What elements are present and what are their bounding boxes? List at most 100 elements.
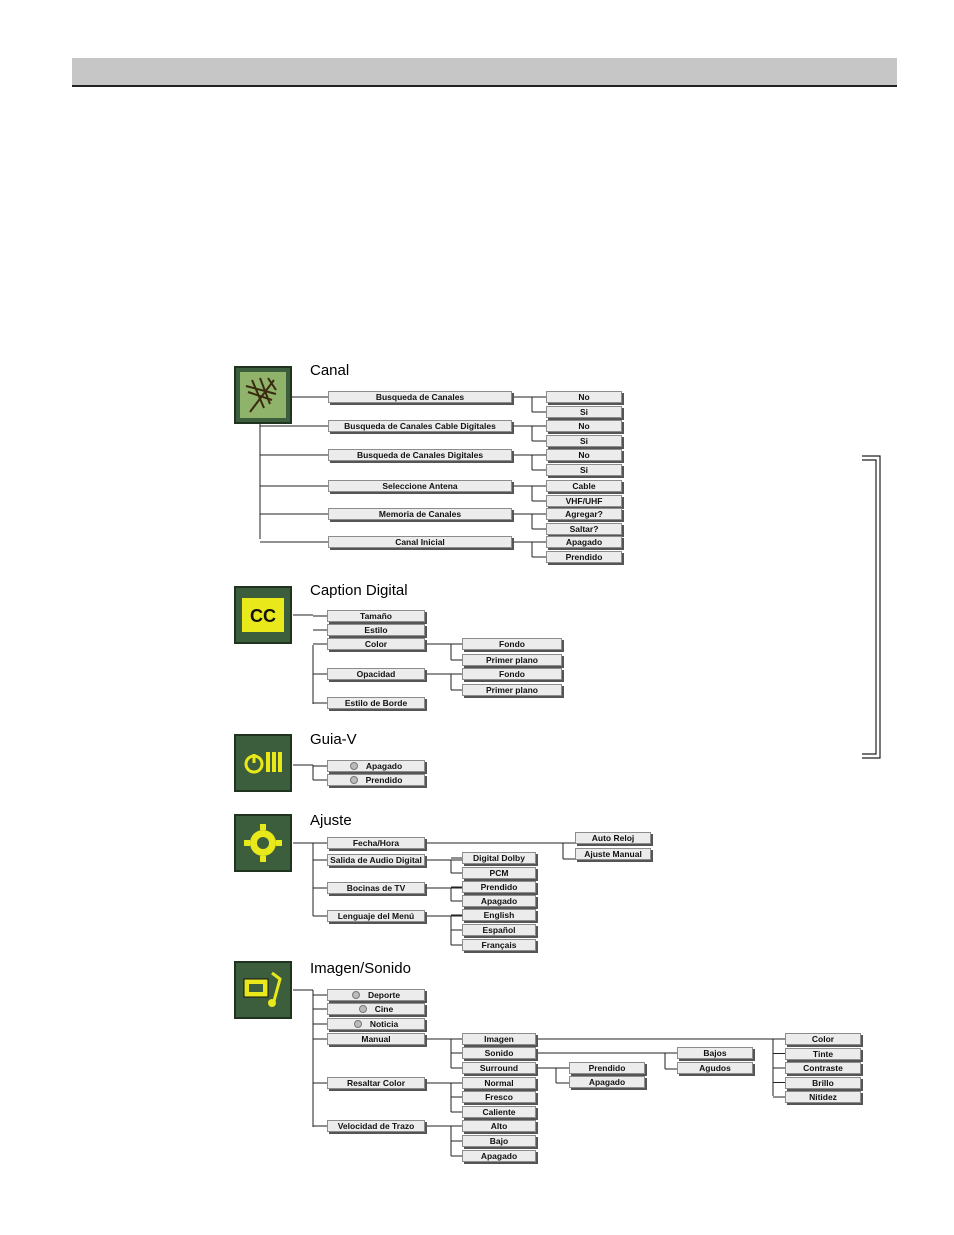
box-label: Apagado — [565, 537, 603, 547]
radio-option: Noticia — [327, 1018, 425, 1030]
box-label: Español — [482, 925, 516, 935]
box-label: Salida de Audio Digital — [330, 855, 422, 865]
box-label: Caliente — [482, 1107, 516, 1117]
box-label: Color — [811, 1034, 835, 1044]
box-label: Si — [579, 465, 589, 475]
option-item: PCM — [462, 867, 536, 879]
box-label: Ajuste Manual — [584, 849, 642, 859]
box-label: Si — [579, 436, 589, 446]
option-item: Apagado — [462, 1150, 536, 1162]
option-item: Caliente — [462, 1106, 536, 1118]
submenu-item: Salida de Audio Digital — [327, 854, 425, 866]
submenu-item: Color — [327, 638, 425, 650]
antenna-icon — [234, 366, 292, 424]
cc-icon: CC — [234, 586, 292, 644]
box-label: Normal — [484, 1078, 514, 1088]
box-label: Resaltar Color — [346, 1078, 406, 1088]
submenu-item: Estilo — [327, 624, 425, 636]
box-label: Imagen — [484, 1034, 514, 1044]
option-item: Bajo — [462, 1135, 536, 1147]
box-label: No — [578, 450, 590, 460]
gear-icon — [234, 814, 292, 872]
radio-dot-icon — [353, 1020, 362, 1028]
submenu-item: Busqueda de Canales Digitales — [328, 449, 512, 461]
radio-dot-icon — [349, 762, 358, 770]
option-item: Cable — [546, 480, 622, 492]
box-label: Prendido — [588, 1063, 626, 1073]
option-item: No — [546, 391, 622, 403]
section-bracket — [862, 455, 881, 759]
option-item: Agregar? — [546, 508, 622, 520]
box-label: Lenguaje del Menú — [337, 911, 415, 921]
submenu-item: Opacidad — [327, 668, 425, 680]
submenu-item: Resaltar Color — [327, 1077, 425, 1089]
box-label: Tinte — [812, 1048, 834, 1059]
svg-text:CC: CC — [250, 606, 276, 626]
box-label: Opacidad — [356, 669, 396, 679]
header-band — [72, 58, 897, 85]
box-label: Primer plano — [486, 655, 538, 665]
box-label: Cable — [572, 481, 596, 491]
radio-dot-icon — [358, 1005, 367, 1013]
box-label: PCM — [489, 868, 509, 878]
box-label: Busqueda de Canales Cable Digitales — [344, 421, 496, 431]
box-label: Fresco — [485, 1092, 513, 1102]
box-label: Apagado — [588, 1077, 626, 1087]
option-item: Tinte — [785, 1047, 861, 1060]
box-label: VHF/UHF — [565, 496, 603, 506]
box-label: Canal Inicial — [395, 537, 445, 547]
box-label: Manual — [361, 1034, 391, 1044]
option-item: Fondo — [462, 668, 562, 680]
box-label: No — [578, 392, 590, 402]
box-label: Brillo — [812, 1077, 834, 1088]
option-item: Saltar? — [546, 523, 622, 535]
submenu-item: Tamaño — [327, 610, 425, 622]
option-item: No — [546, 449, 622, 461]
box-label: Estilo — [364, 625, 388, 635]
option-item: Apagado — [569, 1076, 645, 1088]
option-item: Si — [546, 435, 622, 447]
box-label: Velocidad de Trazo — [337, 1121, 415, 1131]
option-item: Normal — [462, 1077, 536, 1089]
option-item: Primer plano — [462, 684, 562, 696]
submenu-item: Estilo de Borde — [327, 697, 425, 709]
box-label: Digital Dolby — [473, 853, 525, 863]
radio-dot-icon — [351, 991, 360, 999]
section-title: Guia-V — [310, 731, 357, 748]
section-title: Imagen/Sonido — [310, 960, 411, 977]
box-label: Tamaño — [360, 611, 392, 621]
option-item: Prendido — [569, 1062, 645, 1074]
submenu-item: Lenguaje del Menú — [327, 910, 425, 922]
option-item: VHF/UHF — [546, 495, 622, 507]
option-item: No — [546, 420, 622, 432]
box-label: Auto Reloj — [591, 833, 635, 843]
box-label: Bocinas de TV — [346, 883, 406, 893]
option-item: Español — [462, 924, 536, 936]
box-label: Saltar? — [569, 524, 599, 534]
picture-sound-icon — [234, 961, 292, 1019]
box-label: Bajo — [489, 1136, 509, 1146]
box-label: Français — [481, 940, 517, 950]
box-label: No — [578, 421, 590, 431]
box-label: Primer plano — [486, 685, 538, 695]
option-item: Sonido — [462, 1047, 536, 1059]
box-label: Seleccione Antena — [382, 481, 458, 491]
section-title: Ajuste — [310, 812, 352, 829]
radio-option: Prendido — [327, 774, 425, 786]
box-label: Color — [364, 639, 388, 649]
box-label: Busqueda de Canales — [375, 392, 465, 402]
option-item: Bajos — [677, 1047, 753, 1059]
option-item: Si — [546, 406, 622, 418]
box-label: Noticia — [369, 1019, 399, 1029]
box-label: Agregar? — [565, 509, 603, 519]
box-label: Memoria de Canales — [378, 509, 462, 519]
box-label: Prendido — [365, 775, 403, 785]
option-item: Color — [785, 1033, 861, 1045]
submenu-item: Canal Inicial — [328, 536, 512, 548]
box-label: Alto — [490, 1121, 508, 1131]
box-label: Prendido — [480, 882, 518, 892]
box-label: Apagado — [480, 1151, 518, 1161]
radio-option: Cine — [327, 1003, 425, 1015]
radio-dot-icon — [349, 776, 358, 784]
